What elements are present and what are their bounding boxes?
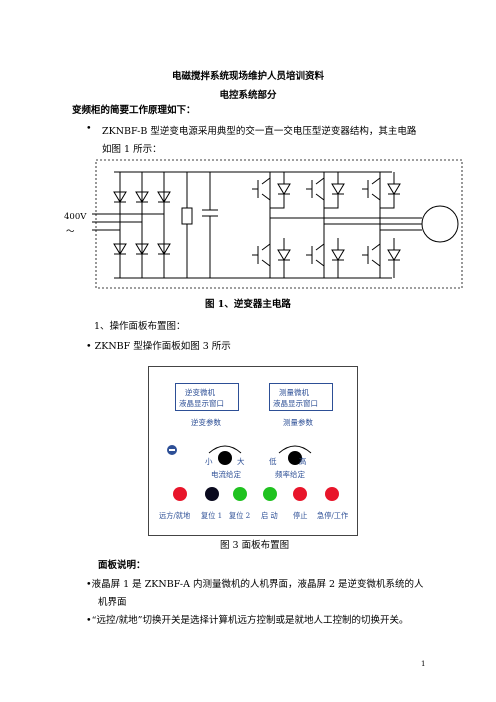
measure-lcd-window: 测量微机 液晶显示窗口 — [269, 383, 333, 411]
win1-line1: 逆变微机 — [185, 388, 215, 397]
knob1-big: 大 — [237, 457, 245, 466]
inverter-params-label: 逆变参数 — [191, 418, 221, 427]
win1-line2: 液晶显示窗口 — [179, 399, 224, 408]
panel-button-6[interactable] — [325, 487, 339, 501]
panel-button-label-3: 复位 2 — [229, 511, 251, 520]
panel-button-5[interactable] — [293, 487, 307, 501]
bullet-dot: • — [86, 123, 92, 134]
current-setpoint-label: 电流给定 — [211, 470, 241, 479]
panel-button-label-2: 复位 1 — [201, 511, 223, 520]
win2-line1: 测量微机 — [279, 388, 309, 397]
list-item-1: 1、操作面板布置图： — [94, 321, 186, 332]
doc-subtitle: 电控系统部分 — [219, 90, 277, 101]
figure-1-caption: 图 1、逆变器主电路 — [205, 299, 291, 310]
inverter-lcd-window: 逆变微机 液晶显示窗口 — [175, 383, 239, 411]
panel-button-label-1: 远方/就地 — [159, 511, 191, 520]
figure-3-caption: 图 3 面板布置图 — [220, 540, 290, 551]
panel-button-label-6: 急停/工作 — [317, 511, 349, 520]
panel-button-3[interactable] — [233, 487, 247, 501]
panel-button-4[interactable] — [263, 487, 277, 501]
knob2-arc — [278, 445, 312, 454]
ac-symbol: ～ — [66, 227, 75, 237]
current-setpoint-knob[interactable] — [218, 451, 232, 465]
list-item-bullet-2: • ZKNBF 型操作面板如图 3 所示 — [86, 341, 231, 352]
voltage-label: 400V — [64, 212, 87, 222]
note-1-line-2: 机界面 — [98, 597, 127, 608]
indicator-light — [167, 445, 177, 455]
paragraph-line-2: 如图 1 所示： — [102, 144, 162, 155]
page-number: 1 — [421, 660, 426, 668]
section-heading: 变频柜的简要工作原理如下： — [72, 105, 196, 116]
paragraph-line-1: ZKNBF-B 型逆变电源采用典型的交一直一交电压型逆变器结构，其主电路 — [102, 126, 417, 137]
panel-button-2[interactable] — [205, 487, 219, 501]
measure-params-label: 测量参数 — [283, 418, 313, 427]
operation-panel: 逆变微机 液晶显示窗口 测量微机 液晶显示窗口 逆变参数 测量参数 小 大 电流… — [148, 366, 358, 536]
inverter-circuit-diagram — [92, 159, 463, 289]
knob1-arc — [208, 445, 242, 454]
note-1-line-1: •液晶屏 1 是 ZKNBF-A 内测量微机的人机界面，液晶屏 2 是逆变微机系… — [86, 579, 424, 590]
panel-button-label-4: 启 动 — [261, 511, 278, 520]
panel-button-1[interactable] — [173, 487, 187, 501]
panel-notes-heading: 面板说明： — [98, 560, 146, 571]
frequency-setpoint-label: 频率给定 — [275, 470, 305, 479]
knob2-low: 低 — [269, 457, 277, 466]
knob1-small: 小 — [205, 457, 213, 466]
note-2: •“远控/就地”切换开关是选择计算机远方控制或是就地人工控制的切换开关。 — [86, 615, 409, 626]
panel-button-label-5: 停止 — [293, 511, 308, 520]
frequency-setpoint-knob[interactable] — [288, 451, 302, 465]
win2-line2: 液晶显示窗口 — [273, 399, 318, 408]
knob2-high: 高 — [299, 457, 307, 466]
doc-title: 电磁搅拌系统现场维护人员培训资料 — [171, 71, 324, 82]
